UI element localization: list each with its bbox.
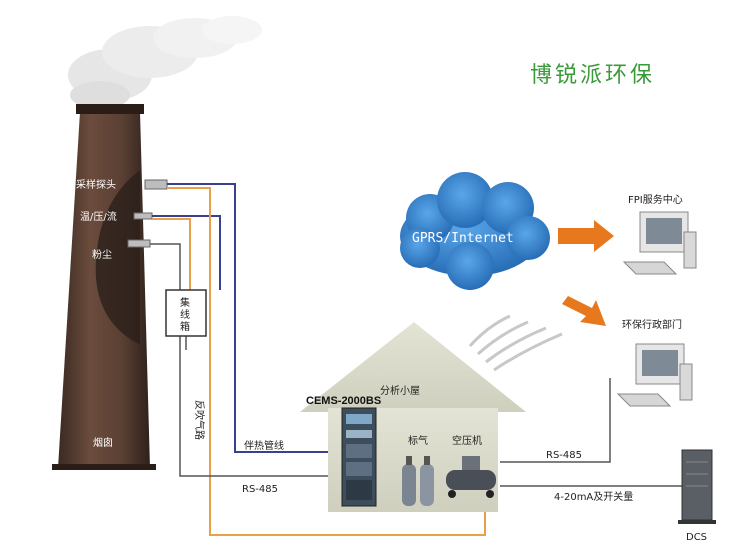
probe-sampling-label: 采样探头 bbox=[76, 178, 116, 191]
cloud-icon bbox=[400, 172, 550, 290]
brand-title: 博锐派环保 bbox=[530, 63, 655, 88]
junction-box-label-3: 箱 bbox=[180, 320, 190, 333]
computer-icon bbox=[616, 343, 693, 407]
air-pipe-label: 反吹气路 bbox=[193, 400, 206, 440]
analog-signal-label: 4-20mA及开关量 bbox=[554, 490, 633, 503]
analyzer-cabinet-icon bbox=[341, 407, 377, 507]
rs485-right-label: RS-485 bbox=[546, 450, 582, 461]
rs485-left-label: RS-485 bbox=[242, 484, 278, 495]
server-icon bbox=[678, 449, 716, 524]
junction-box-label-2: 线 bbox=[180, 308, 190, 321]
gas-cylinder-icon bbox=[402, 456, 434, 506]
compressor-icon bbox=[446, 456, 496, 498]
standard-gas-label: 标气 bbox=[408, 434, 428, 447]
probe-temp-pressure-flow-label: 温/压/流 bbox=[80, 210, 117, 223]
dcs-label: DCS bbox=[686, 532, 707, 543]
junction-box-label-1: 集 bbox=[180, 296, 190, 309]
chimney-icon bbox=[52, 104, 156, 470]
smoke-icon bbox=[68, 16, 262, 109]
wireless-signal-icon bbox=[468, 314, 563, 372]
signal-lines bbox=[152, 183, 342, 453]
epa-dept-label: 环保行政部门 bbox=[622, 318, 682, 331]
air-lines bbox=[152, 187, 486, 536]
chimney-label: 烟囱 bbox=[93, 436, 113, 449]
heat-pipe-label: 伴热管线 bbox=[244, 439, 284, 452]
probe-dust-label: 粉尘 bbox=[92, 248, 112, 261]
computer-icon bbox=[622, 211, 697, 275]
house-title: 分析小屋 bbox=[380, 384, 420, 397]
fpi-center-label: FPI服务中心 bbox=[628, 193, 683, 206]
cloud-label: GPRS/Internet bbox=[412, 231, 514, 246]
analyzer-model-label: CEMS-2000BS bbox=[306, 395, 381, 407]
compressor-label: 空压机 bbox=[452, 434, 482, 447]
junction-box: 集 线 箱 bbox=[165, 289, 207, 337]
arrow-icon bbox=[558, 220, 614, 326]
